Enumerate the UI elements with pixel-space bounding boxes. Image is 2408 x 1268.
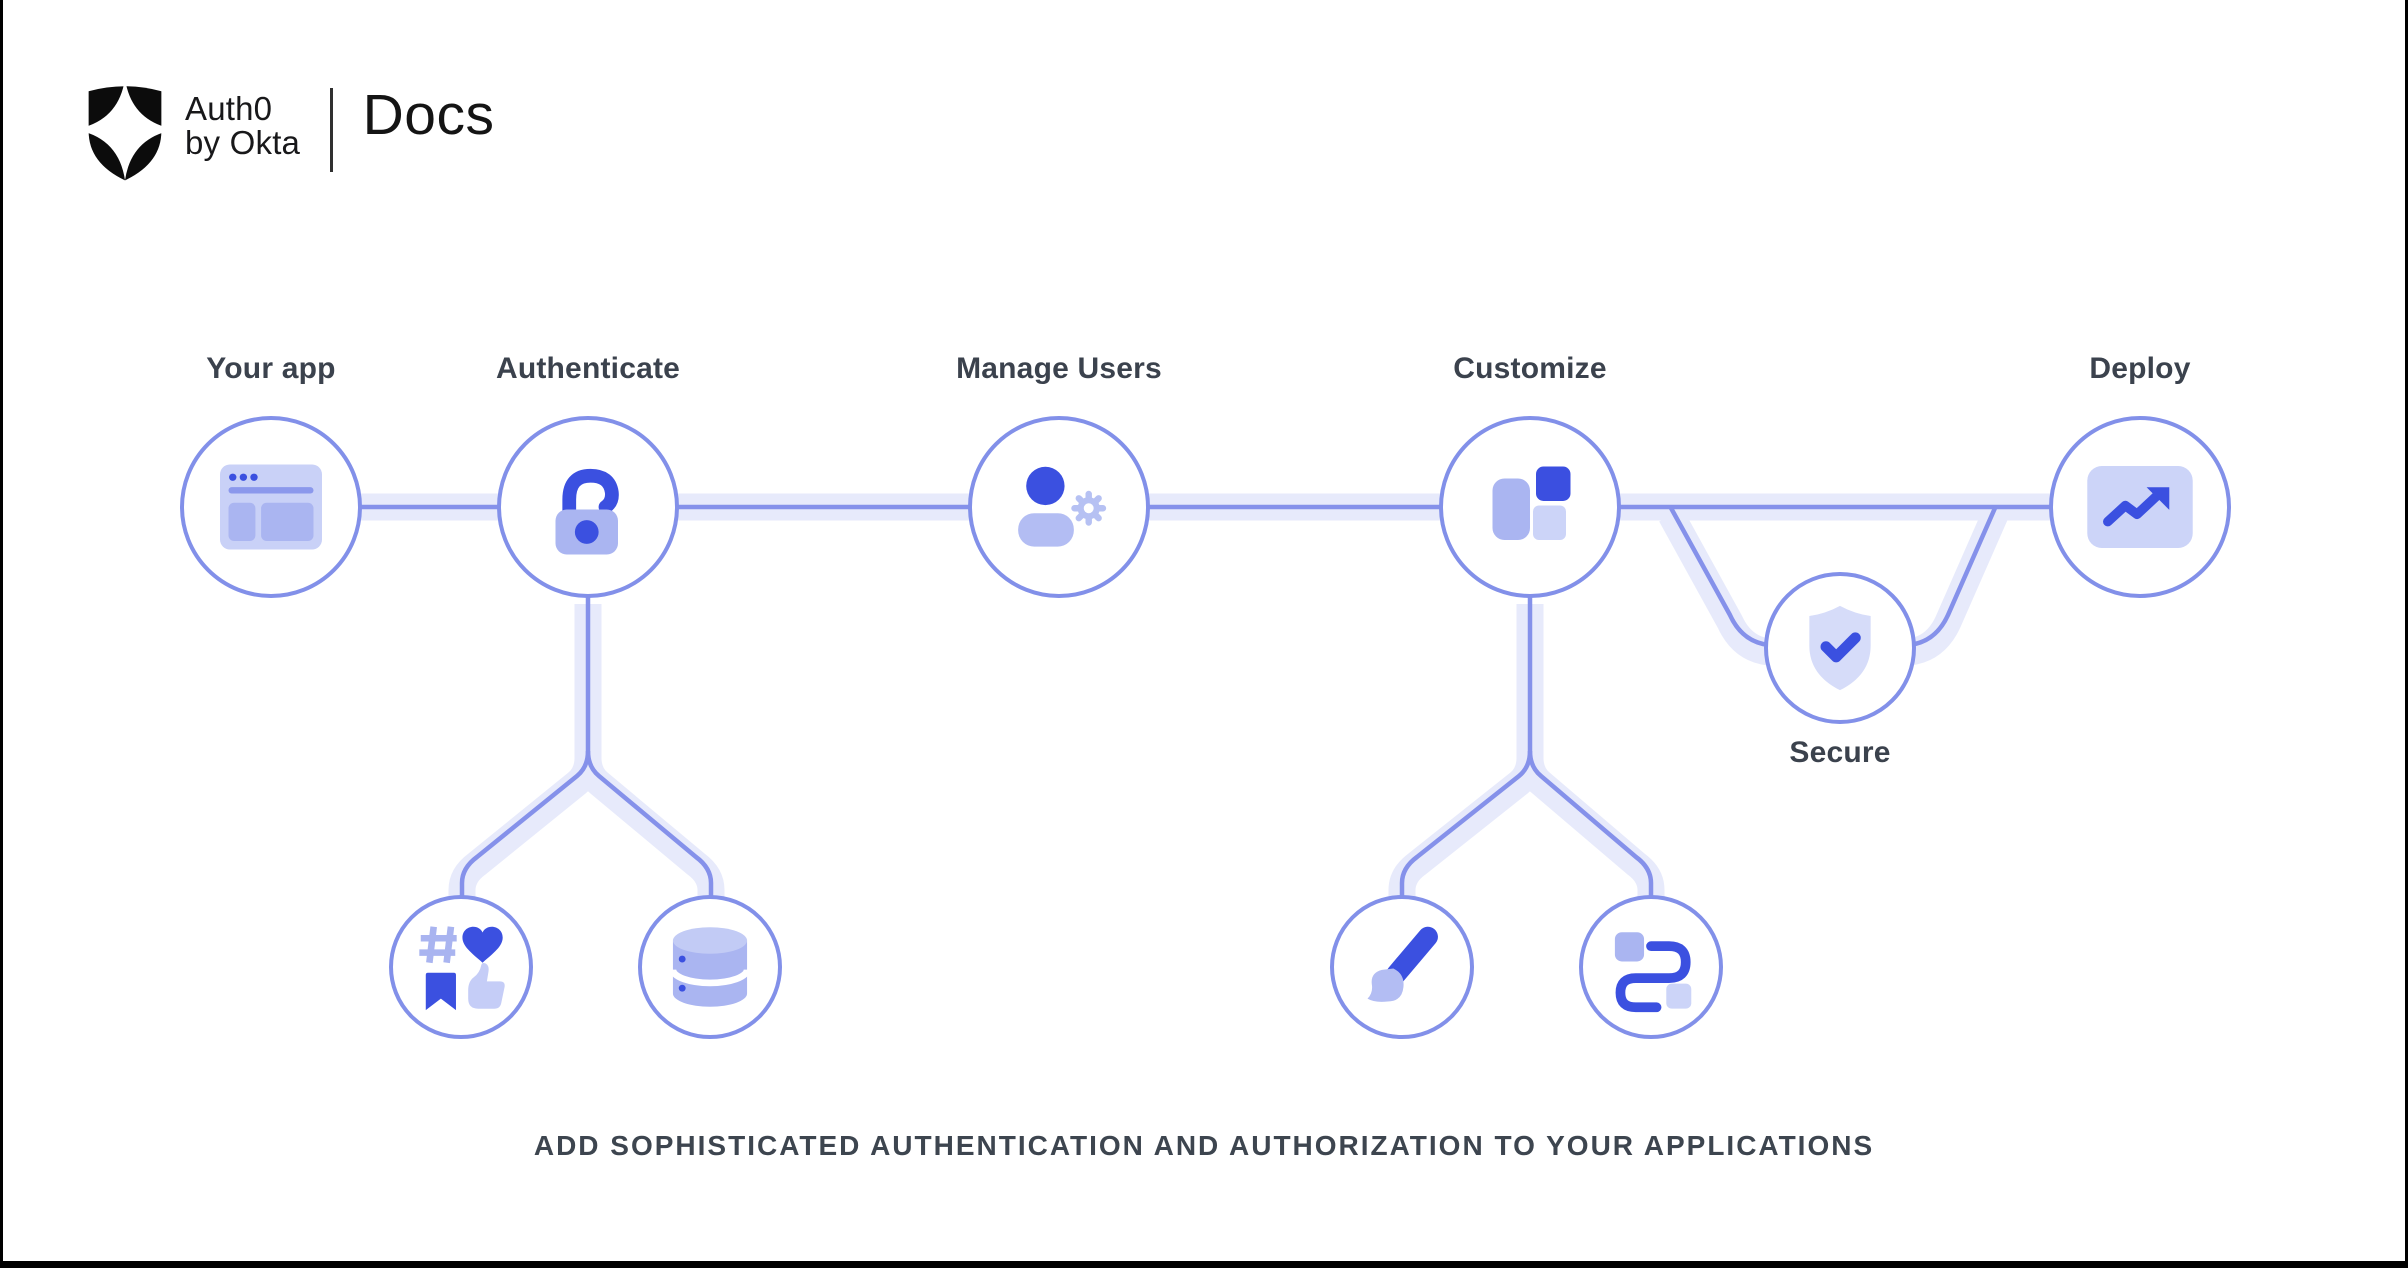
label-deploy: Deploy xyxy=(2089,352,2191,385)
label-manage-users: Manage Users xyxy=(956,352,1162,385)
node-your-app[interactable] xyxy=(180,416,362,598)
brand-line1: Auth0 xyxy=(185,90,273,127)
node-secure[interactable] xyxy=(1764,572,1916,724)
logo-divider xyxy=(330,88,333,172)
label-secure: Secure xyxy=(1789,736,1891,769)
shield-check-icon xyxy=(1809,605,1871,691)
node-user-database[interactable] xyxy=(638,895,782,1039)
layout-blocks-icon xyxy=(1492,466,1571,540)
label-your-app: Your app xyxy=(206,352,336,385)
label-customize: Customize xyxy=(1453,352,1607,385)
product-name: Docs xyxy=(362,83,495,147)
node-actions-flow[interactable] xyxy=(1579,895,1723,1039)
node-authenticate[interactable] xyxy=(497,416,679,598)
label-authenticate: Authenticate xyxy=(495,352,681,385)
node-social-engagement[interactable] xyxy=(389,895,533,1039)
node-deploy[interactable] xyxy=(2049,416,2231,598)
social-engagement-icon xyxy=(419,926,505,1011)
node-manage-users[interactable] xyxy=(968,416,1150,598)
node-branding[interactable] xyxy=(1330,895,1474,1039)
database-icon xyxy=(669,927,751,1007)
connector-lines xyxy=(271,493,2140,904)
auth0-shield-logo-icon xyxy=(79,84,171,181)
trend-up-arrow-icon xyxy=(2087,466,2193,548)
brand-line2: by Okta xyxy=(185,124,301,161)
user-gear-icon xyxy=(1018,466,1107,547)
node-customize[interactable] xyxy=(1439,416,1621,598)
browser-window-icon xyxy=(220,464,322,550)
page-tagline: ADD SOPHISTICATED AUTHENTICATION AND AUT… xyxy=(533,1130,1875,1161)
open-padlock-icon xyxy=(555,468,619,555)
workflow-route-icon xyxy=(1614,932,1692,1013)
paintbrush-icon xyxy=(1367,926,1438,1002)
